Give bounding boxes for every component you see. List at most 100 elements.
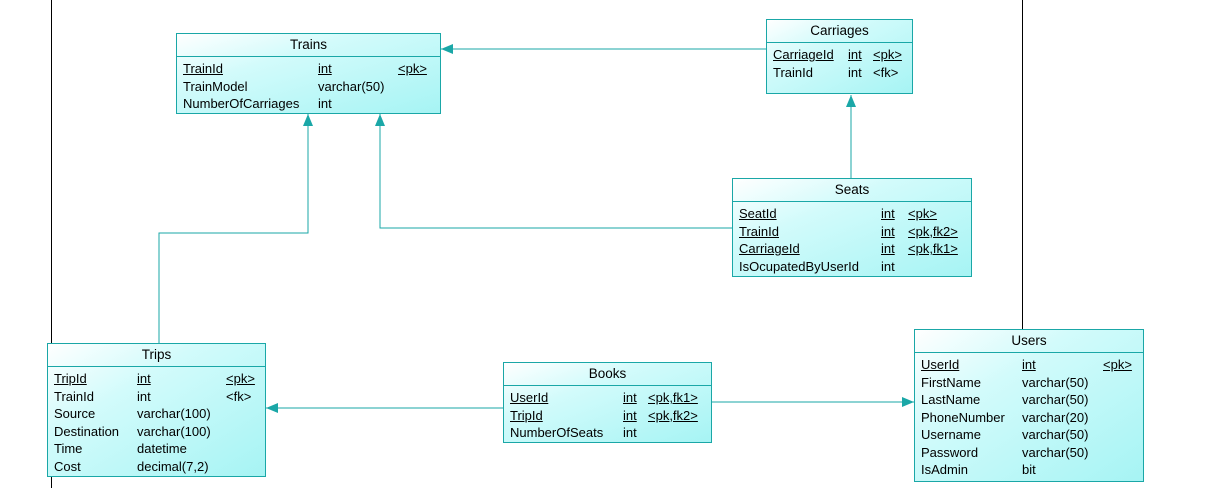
- column-type: int: [881, 206, 895, 221]
- column-row: UserId int <pk>: [921, 356, 1137, 374]
- column-type: int: [318, 96, 332, 111]
- column-row: Source varchar(100): [54, 405, 259, 423]
- column-name: Username: [921, 427, 981, 442]
- column-row: UserId int <pk,fk1>: [510, 389, 705, 407]
- column-key: <pk>: [873, 47, 902, 62]
- column-name: Cost: [54, 458, 81, 474]
- column-row: PhoneNumber varchar(20): [921, 409, 1137, 427]
- link-seats-trains: [375, 114, 732, 229]
- column-type: decimal(7,2): [137, 458, 209, 474]
- column-name: LastName: [921, 392, 981, 407]
- column-name: UserId: [921, 357, 960, 372]
- column-row: NumberOfSeats int: [510, 424, 705, 442]
- page-border-right: [1022, 0, 1023, 335]
- column-name: TrainId: [183, 61, 223, 76]
- column-type: int: [881, 258, 895, 274]
- column-type: int: [1022, 357, 1036, 372]
- column-row: CarriageId int <pk,fk1>: [739, 240, 965, 258]
- column-name: TrainId: [54, 388, 94, 404]
- column-row: Cost decimal(7,2): [54, 458, 259, 476]
- column-name: TripId: [54, 371, 87, 386]
- column-key: <pk,fk1>: [648, 390, 698, 405]
- column-row: Destination varchar(100): [54, 423, 259, 441]
- column-type: varchar(50): [1022, 444, 1089, 460]
- column-row: TripId int <pk>: [54, 370, 259, 388]
- column-type: int: [137, 371, 151, 386]
- column-name: NumberOfCarriages: [183, 96, 300, 111]
- column-name: Source: [54, 406, 96, 421]
- column-name: UserId: [510, 390, 549, 405]
- entity-title: Seats: [733, 179, 971, 202]
- entity-trips[interactable]: Trips TripId int <pk> TrainId int <fk> Sourc…: [47, 343, 266, 477]
- column-name: CarriageId: [739, 241, 800, 256]
- column-type: int: [623, 425, 637, 440]
- column-name: NumberOfSeats: [510, 425, 604, 440]
- column-name: CarriageId: [773, 47, 834, 62]
- column-type: int: [318, 61, 332, 76]
- column-row: TrainId int <pk,fk2>: [739, 223, 965, 241]
- column-name: IsAdmin: [921, 462, 968, 477]
- column-type: int: [881, 223, 895, 239]
- column-key: <fk>: [873, 64, 899, 80]
- column-row: TrainId int <fk>: [54, 388, 259, 406]
- column-name: Destination: [54, 423, 120, 439]
- column-name: IsOcupatedByUserId: [739, 258, 859, 274]
- column-type: varchar(50): [318, 78, 385, 94]
- column-key: <pk>: [398, 61, 427, 76]
- entity-carriages[interactable]: Carriages CarriageId int <pk> TrainId int <f…: [766, 19, 913, 94]
- column-type: int: [848, 47, 862, 62]
- column-name: TrainId: [773, 64, 813, 80]
- column-row: IsOcupatedByUserId int: [739, 258, 965, 276]
- column-name: Time: [54, 441, 83, 456]
- column-row: TrainId int <pk>: [183, 60, 434, 78]
- column-key: <pk,fk2>: [648, 407, 698, 423]
- column-type: varchar(50): [1022, 392, 1089, 407]
- column-key: <pk>: [908, 206, 937, 221]
- column-name: PhoneNumber: [921, 409, 1005, 425]
- column-type: bit: [1022, 462, 1036, 477]
- column-key: <pk,fk1>: [908, 241, 958, 256]
- column-key: <fk>: [226, 388, 252, 404]
- entity-trains[interactable]: Trains TrainId int <pk> TrainModel varchar(…: [176, 33, 441, 114]
- column-type: int: [623, 407, 637, 423]
- column-type: int: [881, 241, 895, 256]
- column-row: FirstName varchar(50): [921, 374, 1137, 392]
- column-row: LastName varchar(50): [921, 391, 1137, 409]
- column-row: Password varchar(50): [921, 444, 1137, 462]
- column-row: TrainModel varchar(50): [183, 78, 434, 96]
- column-name: SeatId: [739, 206, 777, 221]
- entity-title: Carriages: [767, 20, 912, 43]
- page-border-left: [51, 0, 52, 488]
- column-name: TrainId: [739, 223, 779, 239]
- column-row: IsAdmin bit: [921, 461, 1137, 479]
- column-name: FirstName: [921, 374, 981, 390]
- column-type: int: [848, 64, 862, 80]
- entity-title: Users: [915, 330, 1143, 353]
- column-name: TripId: [510, 407, 543, 423]
- column-row: Username varchar(50): [921, 426, 1137, 444]
- column-row: TrainId int <fk>: [773, 64, 906, 82]
- column-row: CarriageId int <pk>: [773, 46, 906, 64]
- column-row: SeatId int <pk>: [739, 205, 965, 223]
- column-key: <pk>: [226, 371, 255, 386]
- column-key: <pk>: [1103, 357, 1132, 372]
- column-type: int: [623, 390, 637, 405]
- column-name: Password: [921, 444, 979, 460]
- entity-seats[interactable]: Seats SeatId int <pk> TrainId int <pk,fk2> C…: [732, 178, 972, 277]
- entity-users[interactable]: Users UserId int <pk> FirstName varchar(50)…: [914, 329, 1144, 482]
- column-type: varchar(50): [1022, 374, 1089, 390]
- link-trips-trains: [158, 114, 313, 343]
- column-type: varchar(20): [1022, 409, 1089, 425]
- column-key: <pk,fk2>: [908, 223, 958, 239]
- column-name: TrainModel: [183, 78, 248, 94]
- column-row: NumberOfCarriages int: [183, 95, 434, 113]
- column-type: int: [137, 388, 151, 404]
- entity-title: Trips: [48, 344, 265, 367]
- column-type: varchar(100): [137, 406, 211, 421]
- column-type: varchar(100): [137, 423, 211, 439]
- column-type: varchar(50): [1022, 427, 1089, 442]
- entity-title: Trains: [177, 34, 440, 57]
